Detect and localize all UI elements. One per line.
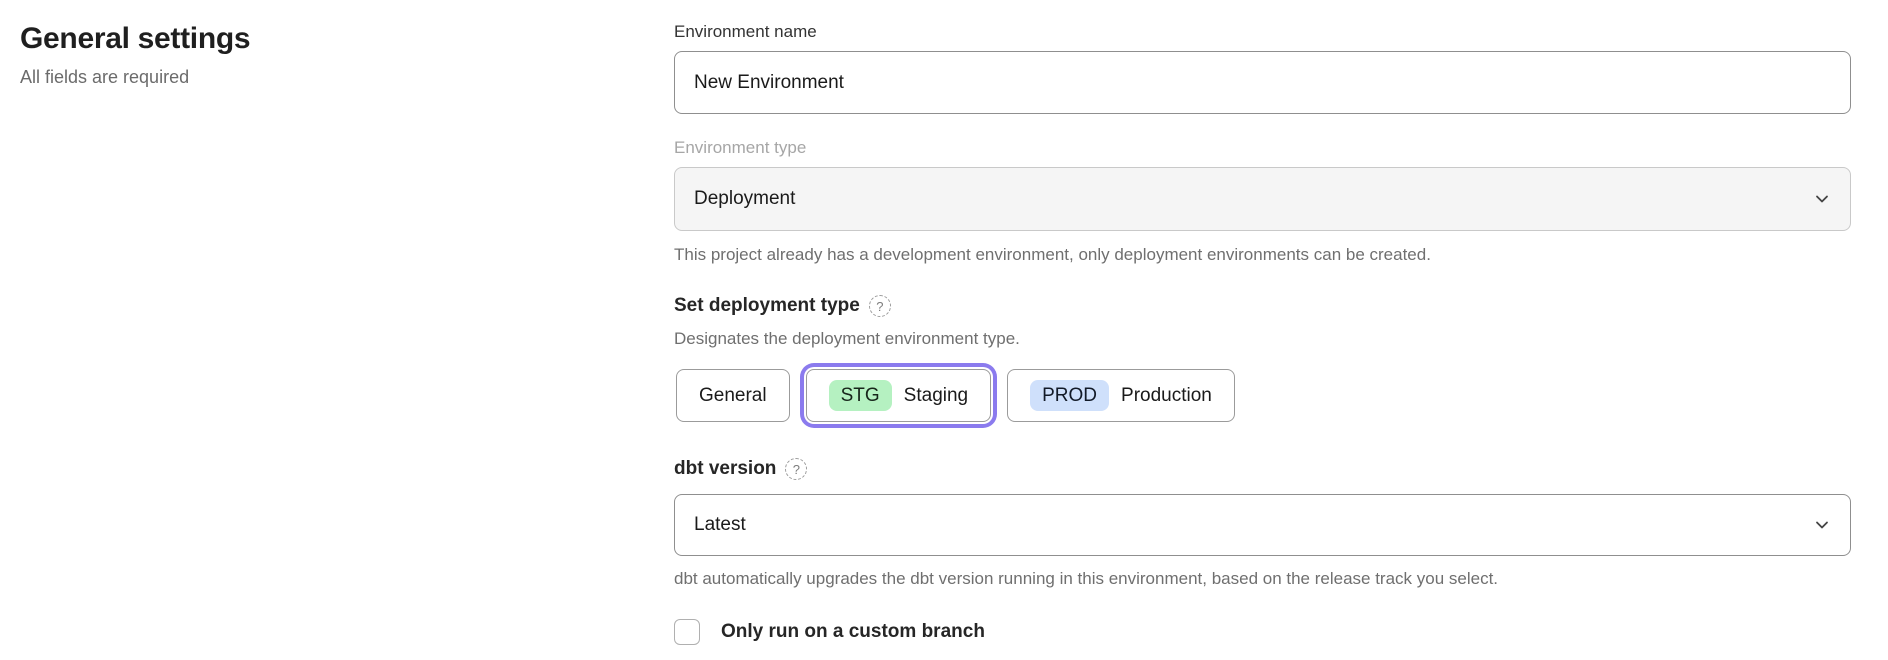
dbt-version-select[interactable]: Latest — [674, 494, 1851, 556]
deployment-type-production-label: Production — [1121, 385, 1212, 407]
environment-type-helper: This project already has a development e… — [674, 245, 1851, 265]
environment-type-select[interactable]: Deployment — [674, 167, 1851, 231]
dbt-version-value: Latest — [694, 514, 746, 536]
settings-intro: General settings All fields are required — [20, 22, 674, 645]
environment-name-input[interactable] — [674, 51, 1851, 114]
environment-type-value: Deployment — [694, 188, 795, 210]
chevron-down-icon — [1813, 516, 1831, 534]
staging-badge: STG — [829, 380, 892, 411]
dbt-version-heading: dbt version — [674, 458, 776, 480]
page-title: General settings — [20, 22, 674, 55]
deployment-type-staging-button[interactable]: STG Staging — [806, 369, 992, 422]
production-badge: PROD — [1030, 380, 1109, 411]
deployment-type-options: General STG Staging PROD Production — [674, 363, 1851, 428]
deployment-type-general-label: General — [699, 385, 767, 407]
custom-branch-label[interactable]: Only run on a custom branch — [721, 621, 985, 643]
settings-form: Environment name Environment type Deploy… — [674, 22, 1851, 645]
custom-branch-checkbox[interactable] — [674, 619, 700, 645]
help-icon[interactable]: ? — [869, 295, 891, 317]
page-subtitle: All fields are required — [20, 67, 674, 88]
help-icon[interactable]: ? — [785, 458, 807, 480]
deployment-type-description: Designates the deployment environment ty… — [674, 329, 1851, 349]
environment-type-label: Environment type — [674, 138, 1851, 158]
environment-settings-page: General settings All fields are required… — [0, 0, 1888, 645]
deployment-type-general-button[interactable]: General — [676, 369, 790, 422]
deployment-type-staging-label: Staging — [904, 385, 968, 407]
custom-branch-row: Only run on a custom branch — [674, 619, 1851, 645]
chevron-down-icon — [1813, 190, 1831, 208]
dbt-version-helper: dbt automatically upgrades the dbt versi… — [674, 569, 1851, 589]
deployment-type-heading: Set deployment type — [674, 295, 860, 317]
deployment-type-production-button[interactable]: PROD Production — [1007, 369, 1235, 422]
environment-name-label: Environment name — [674, 22, 1851, 42]
